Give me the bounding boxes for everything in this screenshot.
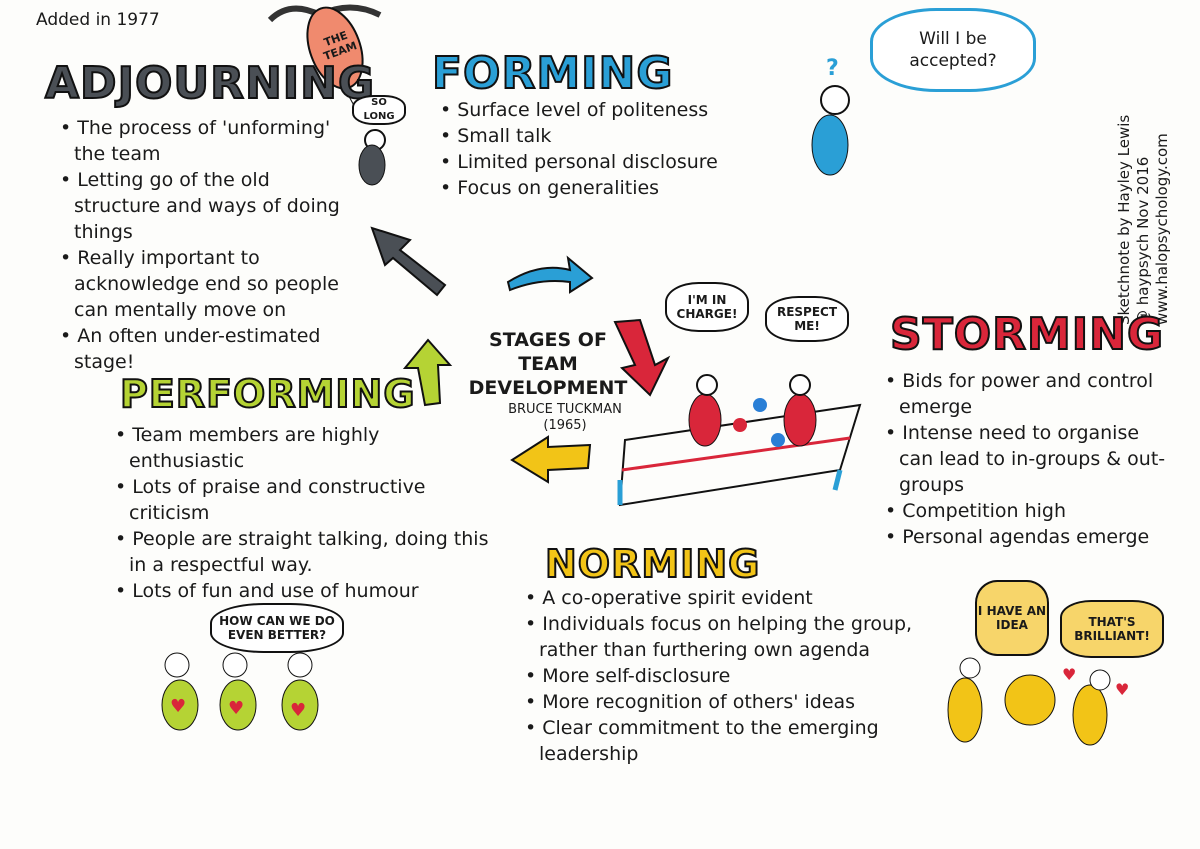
list-item: People are straight talking, doing this …: [115, 526, 495, 578]
storming-list: Bids for power and control emerge Intens…: [885, 368, 1170, 550]
boxer-blue-icon: [783, 393, 817, 447]
svg-text:♥: ♥: [1115, 680, 1129, 699]
forming-list: Surface level of politeness Small talk L…: [440, 97, 800, 201]
credit-handle: @ haypsych Nov 2016: [1134, 156, 1152, 325]
norming-list: A co-operative spirit evident Individual…: [525, 585, 915, 767]
list-item: Intense need to organise can lead to in-…: [885, 420, 1170, 498]
list-item: Individuals focus on helping the group, …: [525, 611, 915, 663]
list-item: Bids for power and control emerge: [885, 368, 1170, 420]
respect-me-bubble: RESPECT ME!: [765, 296, 849, 342]
list-item: Competition high: [885, 498, 1170, 524]
performing-thought-bubble: HOW CAN WE DO EVEN BETTER?: [210, 603, 344, 653]
performing-people-icon: [161, 652, 319, 731]
svg-text:♥: ♥: [290, 700, 306, 721]
person-icon: [358, 144, 386, 186]
list-item: Team members are highly enthusiastic: [115, 422, 495, 474]
credits: Sketchnote by Hayley Lewis @ haypsych No…: [1115, 115, 1172, 325]
arrow-to-adjourning: [370, 226, 447, 297]
norming-people-icon: [947, 657, 1111, 746]
arrow-to-performing: [402, 338, 453, 407]
person-icon: [811, 114, 849, 176]
svg-text:?: ?: [826, 56, 839, 81]
norming-heading: NORMING: [544, 542, 761, 586]
list-item: Lots of fun and use of humour: [115, 578, 495, 604]
list-item: Clear commitment to the emerging leaders…: [525, 715, 915, 767]
idea-bubble: I HAVE AN IDEA: [975, 580, 1049, 656]
author-name: BRUCE TUCKMAN: [508, 402, 622, 417]
svg-text:♥: ♥: [1062, 665, 1076, 684]
center-author: BRUCE TUCKMAN (1965): [490, 402, 640, 434]
storming-heading: STORMING: [889, 309, 1165, 360]
center-title: STAGES OF TEAM DEVELOPMENT: [468, 329, 628, 399]
forming-thought-bubble: Will I be accepted?: [870, 8, 1036, 92]
list-item: More recognition of others' ideas: [525, 689, 915, 715]
adjourning-list: The process of 'unforming' the team Lett…: [60, 115, 345, 375]
boxer-red-icon: [688, 393, 722, 447]
list-item: A co-operative spirit evident: [525, 585, 915, 611]
arrow-to-storming: [506, 255, 594, 294]
balloon-icon: [306, 6, 364, 90]
brilliant-bubble: THAT'S BRILLIANT!: [1060, 600, 1164, 658]
arrow-to-norming: [613, 318, 671, 397]
in-charge-bubble: I'M IN CHARGE!: [665, 282, 749, 332]
performing-list: Team members are highly enthusiastic Lot…: [115, 422, 495, 604]
adjourning-heading: ADJOURNING: [44, 58, 376, 109]
list-item: The process of 'unforming' the team: [60, 115, 345, 167]
list-item: Personal agendas emerge: [885, 524, 1170, 550]
credit-author: Sketchnote by Hayley Lewis: [1115, 114, 1133, 325]
credit-website: www.halopsychology.com: [1153, 133, 1171, 325]
list-item: More self-disclosure: [525, 663, 915, 689]
list-item: Focus on generalities: [440, 175, 800, 201]
list-item: Small talk: [440, 123, 800, 149]
added-note: Added in 1977: [36, 10, 160, 30]
performing-heading: PERFORMING: [119, 372, 416, 416]
list-item: Letting go of the old structure and ways…: [60, 167, 345, 245]
list-item: Lots of praise and constructive criticis…: [115, 474, 495, 526]
arrow-to-adjourning-from-performing: [510, 435, 592, 484]
forming-heading: FORMING: [431, 48, 674, 99]
svg-text:♥: ♥: [228, 698, 244, 719]
list-item: Surface level of politeness: [440, 97, 800, 123]
lightbulb-icon: [1004, 674, 1056, 726]
list-item: Limited personal disclosure: [440, 149, 800, 175]
so-long-bubble: SO LONG: [352, 95, 406, 125]
list-item: Really important to acknowledge end so p…: [60, 245, 345, 323]
author-year: (1965): [543, 418, 587, 433]
svg-text:♥: ♥: [170, 696, 186, 717]
list-item: An often under-estimated stage!: [60, 323, 345, 375]
